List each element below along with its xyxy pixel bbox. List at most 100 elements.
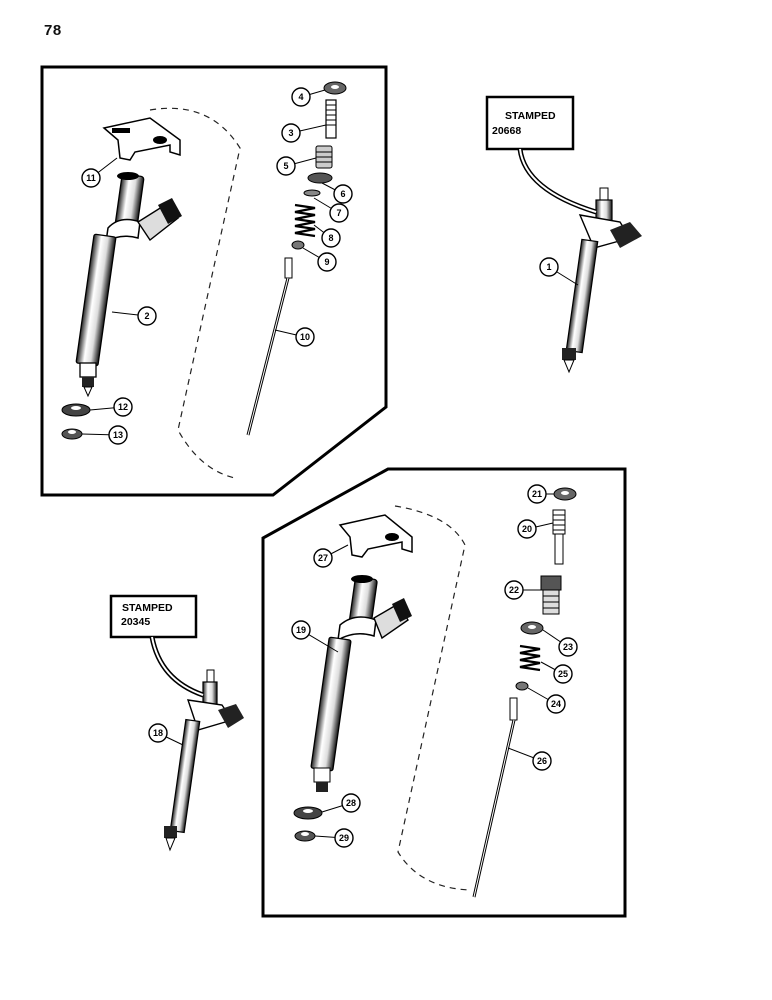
nut-4 — [323, 81, 347, 95]
callout-number-28: 28 — [346, 798, 356, 808]
callout-number-27: 27 — [318, 553, 328, 563]
callout-circle-13 — [108, 425, 128, 445]
stamp-lower-line2: 20345 — [121, 616, 150, 628]
injector-body-19 — [310, 575, 412, 792]
spring-25 — [519, 644, 541, 672]
stamp-box-lower: STAMPED 20345 — [109, 594, 204, 698]
callout-circle-29 — [334, 828, 354, 848]
callout-circle-11 — [81, 168, 101, 188]
callout-number-19: 19 — [296, 625, 306, 635]
nut-21 — [553, 487, 577, 501]
bracket-11 — [102, 117, 181, 161]
callout-circle-25 — [553, 664, 573, 684]
washer-12 — [61, 403, 91, 417]
callout-8: 8 — [313, 224, 341, 248]
callout-number-13: 13 — [113, 430, 123, 440]
callout-23: 23 — [542, 629, 578, 657]
callout-19: 19 — [291, 620, 339, 653]
callout-25: 25 — [540, 661, 573, 684]
cap-nut-22 — [540, 575, 562, 615]
callout-circle-1 — [539, 257, 559, 277]
callout-number-25: 25 — [558, 669, 568, 679]
callout-number-6: 6 — [340, 189, 345, 199]
callout-12: 12 — [89, 397, 133, 417]
callout-circle-18 — [148, 723, 168, 743]
callout-circle-23 — [558, 637, 578, 657]
callout-circle-28 — [341, 793, 361, 813]
callout-circle-27 — [313, 548, 333, 568]
callout-5: 5 — [276, 156, 317, 176]
callout-21: 21 — [527, 484, 554, 504]
stamp-lower-line1: STAMPED — [122, 602, 173, 614]
seat-24 — [515, 681, 529, 691]
callout-4: 4 — [291, 87, 326, 107]
callout-circle-6 — [333, 184, 353, 204]
callout-circle-22 — [504, 580, 524, 600]
callout-circle-4 — [291, 87, 311, 107]
upper-dashed-group — [149, 107, 241, 479]
callout-number-20: 20 — [522, 524, 532, 534]
injector-body-2 — [75, 172, 182, 398]
washer-6 — [307, 172, 333, 184]
callout-7: 7 — [313, 197, 349, 223]
locknut-23 — [520, 621, 544, 635]
callout-number-1: 1 — [546, 262, 551, 272]
bracket-27 — [338, 514, 413, 558]
callout-11: 11 — [81, 157, 118, 188]
callout-number-7: 7 — [336, 208, 341, 218]
callout-20: 20 — [517, 519, 554, 539]
callout-number-18: 18 — [153, 728, 163, 738]
callout-18: 18 — [148, 723, 184, 746]
callout-number-22: 22 — [509, 585, 519, 595]
callout-number-29: 29 — [339, 833, 349, 843]
adjusting-screw-20 — [552, 509, 566, 565]
callout-circle-19 — [291, 620, 311, 640]
callout-number-12: 12 — [118, 402, 128, 412]
callout-number-5: 5 — [283, 161, 288, 171]
callout-9: 9 — [302, 247, 337, 272]
callout-circle-2 — [137, 306, 157, 326]
callout-number-4: 4 — [298, 92, 303, 102]
callout-2: 2 — [111, 306, 157, 326]
washer-7 — [303, 189, 321, 197]
adjusting-screw-3 — [325, 99, 337, 139]
lower-group-frame — [261, 467, 627, 918]
callout-number-21: 21 — [532, 489, 542, 499]
callout-28: 28 — [321, 793, 361, 813]
callout-layer: 1234567891011121318192021222324252627282… — [81, 87, 579, 848]
stamp-upper-line1: STAMPED — [505, 110, 556, 122]
callout-number-9: 9 — [324, 257, 329, 267]
spring-cap-5 — [315, 145, 333, 169]
callout-3: 3 — [281, 123, 327, 143]
callout-number-24: 24 — [551, 699, 561, 709]
callout-29: 29 — [314, 828, 354, 848]
callout-number-11: 11 — [86, 173, 96, 183]
callout-number-23: 23 — [563, 642, 573, 652]
callout-number-2: 2 — [144, 311, 149, 321]
callout-circle-24 — [546, 694, 566, 714]
callout-24: 24 — [527, 687, 566, 714]
callout-number-10: 10 — [300, 332, 310, 342]
stamp-box-upper: STAMPED 20668 — [485, 95, 597, 215]
callout-circle-3 — [281, 123, 301, 143]
callout-circle-20 — [517, 519, 537, 539]
callout-circle-10 — [295, 327, 315, 347]
injector-18 — [164, 669, 244, 852]
upper-group-frame — [40, 65, 388, 497]
callout-circle-21 — [527, 484, 547, 504]
callout-circle-9 — [317, 252, 337, 272]
callout-1: 1 — [539, 257, 579, 286]
callout-22: 22 — [504, 580, 541, 600]
spindle-26 — [472, 697, 518, 898]
callout-number-8: 8 — [328, 233, 333, 243]
callout-circle-7 — [329, 203, 349, 223]
callout-10: 10 — [274, 327, 315, 347]
callout-circle-26 — [532, 751, 552, 771]
page-number: 78 — [44, 22, 62, 39]
callout-circle-5 — [276, 156, 296, 176]
spring-8 — [294, 203, 316, 238]
callout-13: 13 — [81, 425, 128, 445]
callout-circle-8 — [321, 228, 341, 248]
washer-29 — [294, 830, 316, 842]
